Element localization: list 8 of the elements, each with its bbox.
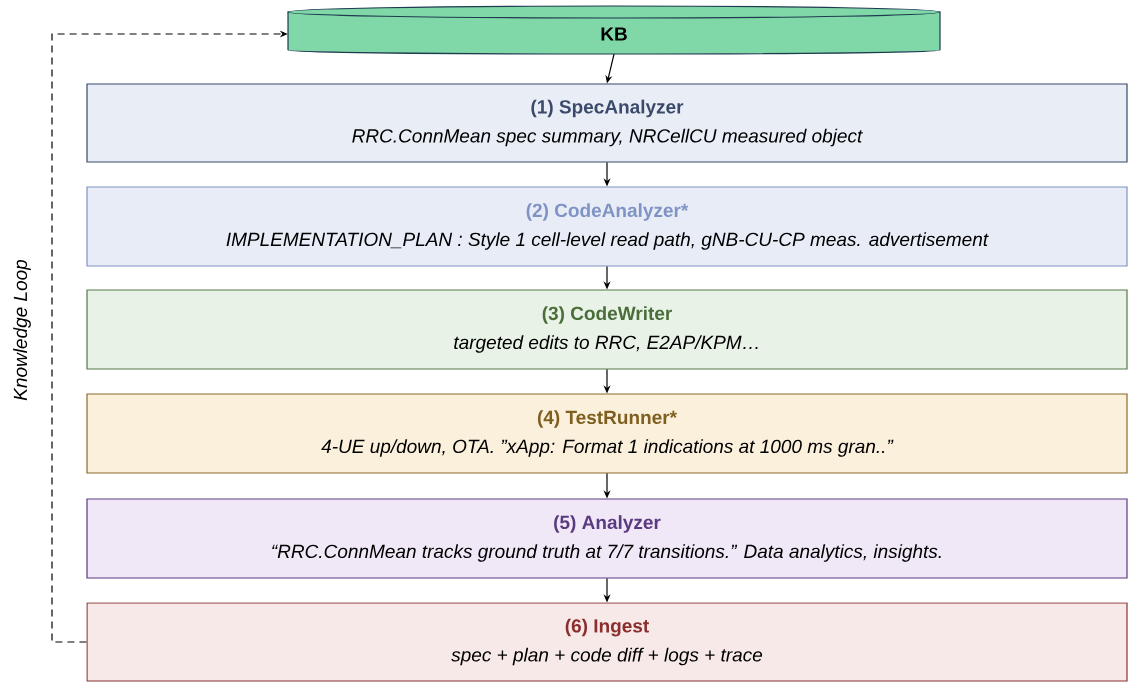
process-box: (2) CodeAnalyzer* IMPLEMENTATION_PLAN : Style 1 cell-level read path, gNB-CU-CP meas. advertisement (86, 186, 1128, 267)
process-box: (1) SpecAnalyzer RRC.ConnMean spec summary, NRCellCU measured object (86, 83, 1128, 163)
process-box: (6) Ingest spec + plan + code diff + logs + trace (86, 602, 1128, 682)
database-cylinder: KB (287, 5, 941, 55)
edge-label: Knowledge Loop (13, 259, 31, 401)
process-box: (4) TestRunner* 4-UE up/down, OTA. ”xApp: Format 1 indications at 1000 ms gran..” (86, 393, 1128, 474)
process-box: (3) CodeWriter targeted edits to RRC, E2AP/KPM… (86, 289, 1128, 370)
process-box: (5) Analyzer “RRC.ConnMean tracks ground truth at 7/7 transitions.” Data analytics, insights. (86, 498, 1128, 579)
